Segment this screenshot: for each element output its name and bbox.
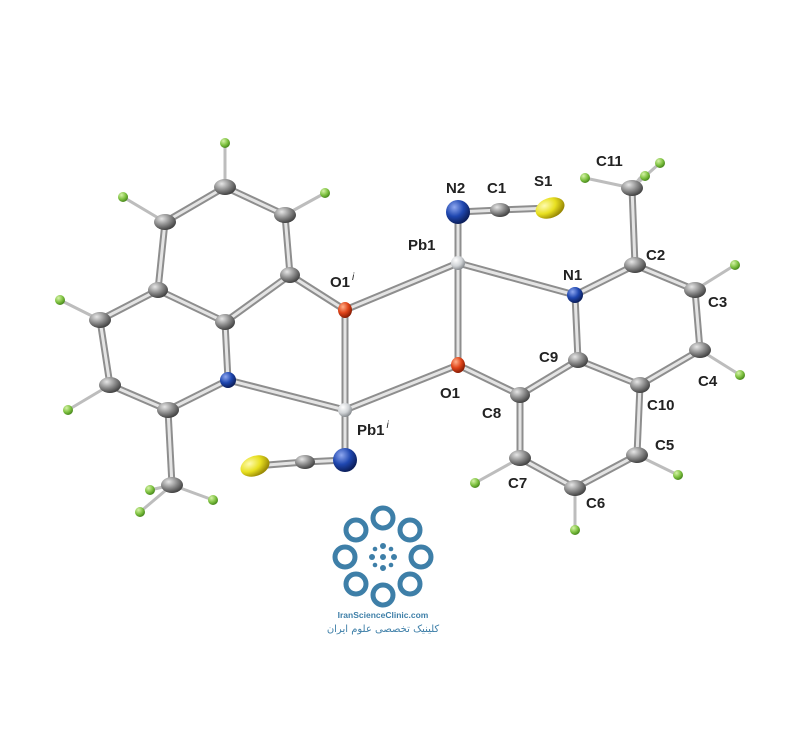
carbon-atom-c5 bbox=[626, 447, 648, 463]
hydrogen-atom bbox=[118, 192, 128, 202]
label-c6: C6 bbox=[586, 495, 605, 512]
carbon-atom-c10 bbox=[630, 377, 650, 393]
hydrogen-atom bbox=[655, 158, 665, 168]
nitrogen-atom-n1 bbox=[567, 287, 583, 303]
hydrogen-atom bbox=[730, 260, 740, 270]
bond-highlights bbox=[98, 185, 702, 490]
sulfur-atom-s1 bbox=[535, 197, 565, 219]
carbon-atom bbox=[214, 179, 236, 195]
atoms bbox=[55, 138, 745, 535]
label-c9: C9 bbox=[539, 349, 558, 366]
nitrogen-atom bbox=[220, 372, 236, 388]
carbon-atom bbox=[154, 214, 176, 230]
carbon-atom-c9 bbox=[568, 352, 588, 368]
hydrogen-atom bbox=[640, 171, 650, 181]
hydrogen-bonds bbox=[58, 141, 742, 532]
label-c8: C8 bbox=[482, 405, 501, 422]
nitrogen-atom bbox=[333, 448, 357, 472]
carbon-atom-c2 bbox=[624, 257, 646, 273]
oxygen-atom-o1i bbox=[338, 302, 352, 318]
label-s1: S1 bbox=[534, 173, 552, 190]
carbon-atom-c7 bbox=[509, 450, 531, 466]
label-n2: N2 bbox=[446, 180, 465, 197]
label-c5: C5 bbox=[655, 437, 674, 454]
carbon-atom bbox=[215, 314, 235, 330]
label-c11: C11 bbox=[596, 153, 623, 170]
lead-atom-pb1i bbox=[338, 403, 352, 417]
label-c1: C1 bbox=[487, 180, 506, 197]
carbon-atom bbox=[280, 267, 300, 283]
carbon-atom-c1 bbox=[490, 203, 510, 217]
label-pb1: Pb1 bbox=[408, 237, 436, 254]
hydrogen-atom bbox=[135, 507, 145, 517]
logo-subtitle: کلینیک تخصصی علوم ایران bbox=[327, 624, 440, 635]
bonds bbox=[58, 141, 742, 532]
label-c7: C7 bbox=[508, 475, 527, 492]
logo-dots bbox=[369, 543, 397, 571]
hydrogen-atom bbox=[63, 405, 73, 415]
hydrogen-atom bbox=[208, 495, 218, 505]
hydrogen-atom bbox=[470, 478, 480, 488]
nitrogen-atom-n2 bbox=[446, 200, 470, 224]
hydrogen-atom bbox=[580, 173, 590, 183]
bond-shadows bbox=[96, 183, 704, 492]
carbon-atom-c4 bbox=[689, 342, 711, 358]
label-c2: C2 bbox=[646, 247, 665, 264]
hydrogen-atom bbox=[673, 470, 683, 480]
label-o1: O1 bbox=[440, 385, 460, 402]
carbon-atom-c8 bbox=[510, 387, 530, 403]
label-c3: C3 bbox=[708, 294, 727, 311]
hydrogen-atom bbox=[55, 295, 65, 305]
carbon-atom bbox=[295, 455, 315, 469]
carbon-atom-c6 bbox=[564, 480, 586, 496]
carbon-atom bbox=[161, 477, 183, 493]
logo-rings bbox=[332, 505, 434, 608]
carbon-atom bbox=[89, 312, 111, 328]
carbon-atom bbox=[148, 282, 168, 298]
carbon-atom bbox=[99, 377, 121, 393]
carbon-atom-c11 bbox=[621, 180, 643, 196]
hydrogen-atom bbox=[735, 370, 745, 380]
label-c4: C4 bbox=[698, 373, 718, 390]
carbon-atom-c3 bbox=[684, 282, 706, 298]
sulfur-atom bbox=[240, 455, 270, 477]
label-n1: N1 bbox=[563, 267, 582, 284]
carbon-atom bbox=[274, 207, 296, 223]
lead-atom-pb1 bbox=[451, 256, 465, 270]
oxygen-atom-o1 bbox=[451, 357, 465, 373]
hydrogen-atom bbox=[570, 525, 580, 535]
hydrogen-atom bbox=[145, 485, 155, 495]
carbon-atom bbox=[157, 402, 179, 418]
atom-labels: Pb1 N2 C1 S1 C11 C2 N1 C3 C9 C4 O1 C10 C… bbox=[330, 153, 727, 512]
hydrogen-atom bbox=[220, 138, 230, 148]
iranscienceclinic-logo: IranScienceClinic.com کلینیک تخصصی علوم … bbox=[327, 505, 440, 635]
hydrogen-atom bbox=[320, 188, 330, 198]
label-c10: C10 bbox=[647, 397, 675, 414]
logo-name: IranScienceClinic.com bbox=[338, 610, 429, 620]
